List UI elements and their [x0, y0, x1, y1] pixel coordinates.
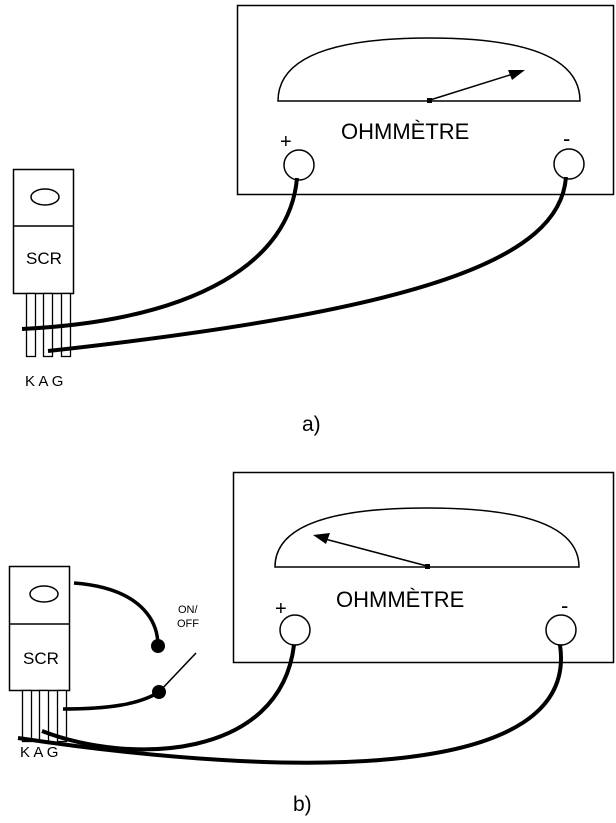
- ohmmeter-b-box: [232, 471, 615, 664]
- scr-a-label: SCR: [26, 249, 62, 268]
- on-off-switch: ON/ OFF: [62, 581, 199, 711]
- ohmmeter-b-needle: [313, 533, 430, 569]
- scr-b-label: SCR: [23, 649, 59, 668]
- scr-a: SCR K A G: [12, 168, 75, 390]
- scr-b-pin-k: [21, 689, 33, 743]
- ohmmeter-a-needle: [427, 70, 525, 103]
- wire-b-tab-to-switch: [73, 581, 160, 647]
- diagram-b: OHMMÈTRE + - SCR K A G ON/ OFF: [8, 471, 615, 816]
- ohmmeter-a-minus-label: -: [563, 126, 570, 151]
- scr-b-pin-labels: K A G: [20, 744, 58, 761]
- caption-b: b): [293, 793, 312, 816]
- switch-lever: [158, 652, 197, 693]
- caption-a: a): [302, 413, 321, 436]
- ohmmeter-b-plus-label: +: [275, 598, 287, 620]
- ohmmeter-a-minus-terminal: [553, 148, 585, 180]
- ohmmeter-b-minus-terminal: [545, 614, 577, 646]
- scr-a-pin-k: [25, 292, 37, 358]
- ohmmeter-a-plus-label: +: [280, 131, 292, 153]
- switch-label-line1: ON/: [178, 604, 199, 616]
- scr-b: SCR K A G: [8, 565, 71, 761]
- scr-a-pin-labels: K A G: [25, 373, 63, 390]
- scr-b-pin-g: [56, 689, 68, 743]
- ohmmeter-a-box: [236, 4, 615, 196]
- ohmmeter-b-minus-label: -: [561, 593, 568, 618]
- switch-label-line2: OFF: [177, 618, 199, 630]
- ohmmeter-a-dial: [277, 37, 581, 102]
- wire-a-plus-to-k: [21, 177, 299, 331]
- ohmmeter-b-dial: [274, 507, 580, 568]
- diagram-a: OHMMÈTRE + - SCR K A G a): [12, 4, 615, 436]
- scr-a-pin-a: [42, 292, 54, 358]
- wire-b-gate-to-switch: [62, 690, 160, 711]
- scr-a-mounting-hole: [30, 188, 60, 206]
- switch-contact-top: [151, 639, 165, 653]
- ohmmeter-b-plus-terminal: [279, 614, 311, 646]
- scr-b-mounting-hole: [29, 585, 59, 603]
- wire-a-minus-to-a: [47, 176, 568, 353]
- ohmmeter-a-label: OHMMÈTRE: [341, 119, 469, 144]
- ohmmeter-a-plus-terminal: [283, 149, 315, 181]
- ohmmeter-b-label: OHMMÈTRE: [336, 587, 464, 612]
- wire-b-minus-to-k: [17, 644, 563, 765]
- wire-b-plus-to-a: [41, 644, 296, 752]
